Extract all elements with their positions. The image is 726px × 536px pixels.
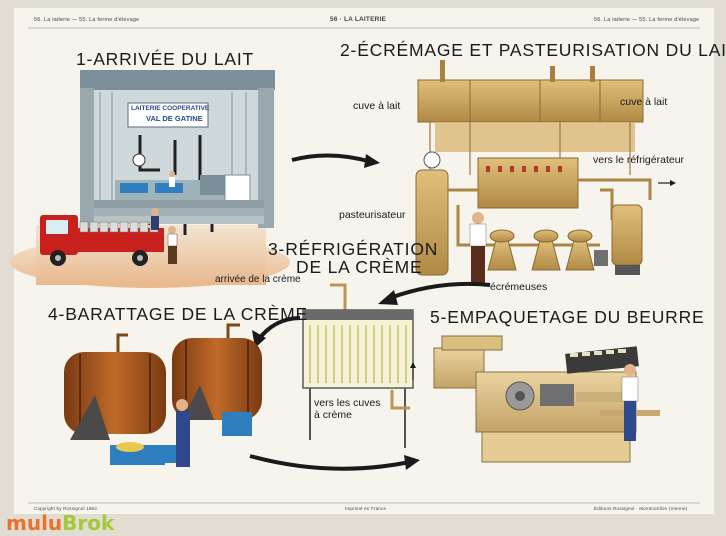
- label-cuve-right: cuve à lait: [620, 96, 668, 108]
- page-header-left: 56. La laiterie — 55. La ferme d'élevage: [34, 17, 140, 23]
- label-ecremeuses: écrémeuses: [490, 281, 548, 293]
- building-sign-line2: VAL DE GATINE: [146, 114, 203, 123]
- label-vers-refrigerateur: vers le réfrigérateur: [593, 154, 685, 166]
- footer-right: Éditions Rossignol · Montmorillon (Vienn…: [594, 506, 688, 511]
- section-5-illustration: [433, 335, 660, 463]
- watermark-logo: muluBrok: [6, 511, 115, 535]
- section-2-heading: 2-ÉCRÉMAGE ET PASTEURISATION DU LAIT: [340, 40, 726, 60]
- section-4-heading: 4-BARATTAGE DE LA CRÈME: [48, 304, 308, 324]
- section-4-illustration: [64, 323, 262, 467]
- label-vers-cuves-line2: à crème: [314, 409, 352, 421]
- label-pasteurisateur: pasteurisateur: [339, 209, 406, 221]
- building-sign-line1: LAITERIE COOPERATIVE: [131, 105, 210, 112]
- label-cuve-left: cuve à lait: [353, 100, 401, 112]
- section-3-illustration: [302, 283, 416, 448]
- section-3-heading-line2: DE LA CRÈME: [296, 257, 423, 277]
- section-2-illustration: [415, 60, 676, 286]
- footer-center: Imprimé en France: [345, 506, 387, 511]
- label-arrivee-creme: arrivée de la crème: [215, 274, 301, 285]
- footer-left: Copyright by Rossignol 1963: [34, 506, 97, 511]
- section-1-heading: 1-ARRIVÉE DU LAIT: [76, 49, 254, 69]
- page-header-center: 56 · LA LAITERIE: [330, 16, 387, 23]
- section-3-heading-line1: 3-RÉFRIGÉRATION: [268, 239, 439, 259]
- page-header-right: 56. La laiterie — 55. La ferme d'élevage: [594, 17, 700, 23]
- label-vers-cuves-line1: vers les cuves: [314, 397, 381, 409]
- section-1-illustration: [10, 70, 290, 288]
- section-5-heading: 5-EMPAQUETAGE DU BEURRE: [430, 307, 705, 327]
